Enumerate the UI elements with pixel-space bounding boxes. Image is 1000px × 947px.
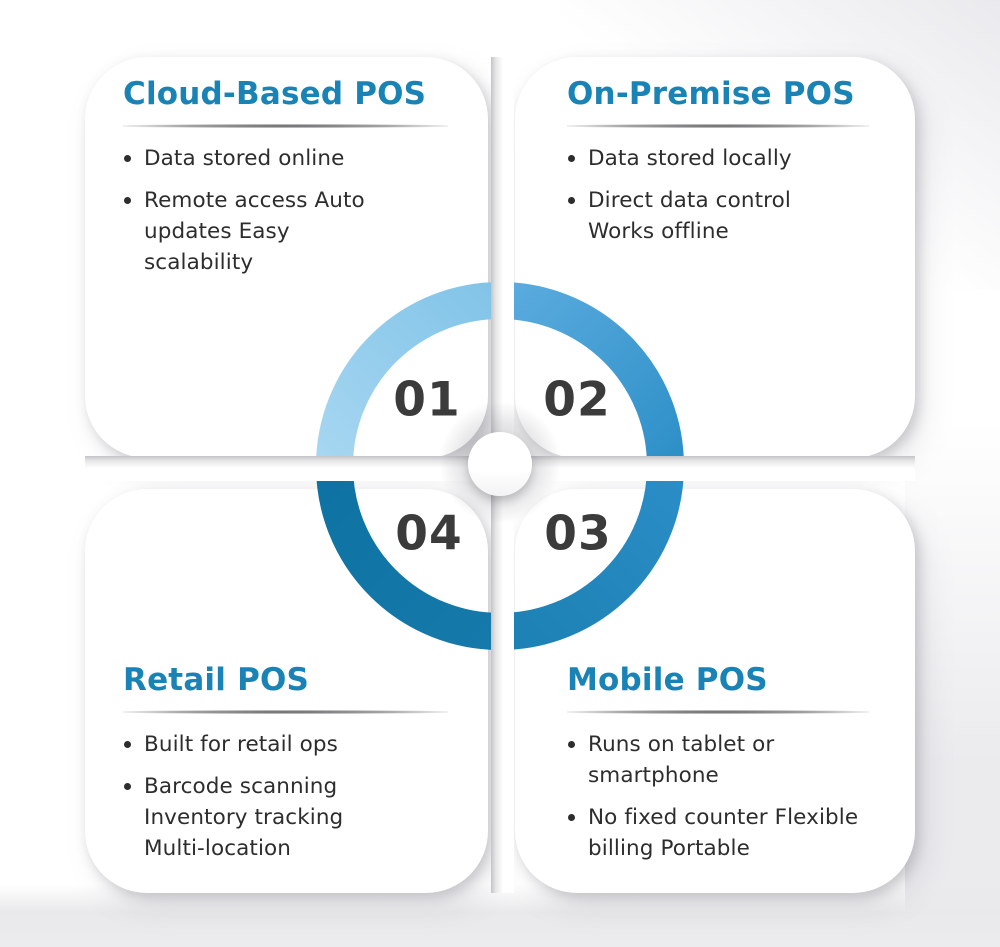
card-title: Mobile POS: [567, 662, 768, 698]
card-retail-pos: Retail POS Built for retail ops Barcode …: [85, 489, 488, 893]
bullet-item: Built for retail ops: [123, 729, 448, 760]
card-cloud-based-pos: Cloud-Based POS Data stored online Remot…: [85, 57, 488, 458]
bullet-line: updates Easy: [144, 219, 290, 244]
bullet-dot-icon: [124, 783, 131, 790]
bullet-line: billing Portable: [588, 836, 750, 861]
bullet-line: Remote access Auto: [144, 188, 365, 213]
bullet-text: No fixed counter Flexible billing Portab…: [588, 802, 858, 864]
bullet-line: Runs on tablet or: [588, 732, 775, 757]
bullet-text: Direct data control Works offline: [588, 185, 791, 247]
bullet-item: Remote access Auto updates Easy scalabil…: [123, 185, 448, 278]
bullet-dot-icon: [568, 741, 575, 748]
bullet-text: Barcode scanning Inventory tracking Mult…: [144, 771, 343, 864]
bullet-list: Runs on tablet or smartphone No fixed co…: [567, 729, 869, 864]
bullet-list: Data stored online Remote access Auto up…: [123, 143, 448, 278]
bullet-line: No fixed counter Flexible: [588, 805, 859, 830]
step-number-01: 01: [393, 372, 461, 428]
ring-arc-top-right: [499, 282, 684, 467]
center-hub-circle: [468, 432, 532, 496]
bullet-text: Data stored locally: [588, 143, 792, 174]
bullet-line: Barcode scanning: [144, 774, 338, 799]
card-title: On-Premise POS: [567, 76, 855, 112]
bullet-line: Direct data control: [588, 188, 791, 213]
bullet-line: Data stored locally: [588, 146, 792, 171]
bullet-line: Inventory tracking: [144, 805, 344, 830]
bullet-line: Data stored online: [144, 146, 345, 171]
bullet-line: smartphone: [588, 763, 719, 788]
step-number-03: 03: [544, 506, 612, 562]
quadrant-ring: [316, 282, 684, 650]
bullet-item: No fixed counter Flexible billing Portab…: [567, 802, 869, 864]
card-title: Cloud-Based POS: [123, 76, 427, 112]
card-content: On-Premise POS Data stored locally Direc…: [515, 57, 915, 458]
card-on-premise-pos: On-Premise POS Data stored locally Direc…: [515, 57, 915, 458]
bullet-text: Remote access Auto updates Easy scalabil…: [144, 185, 365, 278]
title-divider: [123, 124, 448, 128]
bullet-dot-icon: [568, 155, 575, 162]
bullet-line: Works offline: [588, 219, 729, 244]
bullet-text: Data stored online: [144, 143, 344, 174]
bullet-dot-icon: [124, 155, 131, 162]
bullet-item: Data stored locally: [567, 143, 869, 174]
bullet-line: Built for retail ops: [144, 732, 338, 757]
ring-arc-bottom-left: [316, 465, 501, 650]
bullet-item: Direct data control Works offline: [567, 185, 869, 247]
background-wash-right: [905, 420, 1000, 947]
bullet-dot-icon: [568, 814, 575, 821]
bullet-text: Runs on tablet or smartphone: [588, 729, 774, 791]
bullet-line: Multi-location: [144, 836, 292, 861]
card-mobile-pos: Mobile POS Runs on tablet or smartphone …: [515, 489, 915, 893]
step-number-04: 04: [395, 506, 463, 562]
background-wash-bottom: [0, 884, 1000, 947]
step-number-02: 02: [543, 372, 611, 428]
title-divider: [567, 124, 869, 128]
ring-arc-top-left: [316, 282, 501, 467]
bullet-item: Runs on tablet or smartphone: [567, 729, 869, 791]
card-title: Retail POS: [123, 662, 310, 698]
ring-arc-bottom-right: [499, 465, 684, 650]
title-divider: [567, 710, 869, 714]
bullet-dot-icon: [124, 197, 131, 204]
bullet-list: Data stored locally Direct data control …: [567, 143, 869, 247]
bullet-item: Barcode scanning Inventory tracking Mult…: [123, 771, 448, 864]
bullet-text: Built for retail ops: [144, 729, 338, 760]
bullet-line: scalability: [144, 250, 254, 275]
bullet-dot-icon: [124, 741, 131, 748]
card-content: Retail POS Built for retail ops Barcode …: [85, 489, 488, 893]
bullet-dot-icon: [568, 197, 575, 204]
card-content: Cloud-Based POS Data stored online Remot…: [85, 57, 488, 458]
title-divider: [123, 710, 448, 714]
card-content: Mobile POS Runs on tablet or smartphone …: [515, 489, 915, 893]
bullet-item: Data stored online: [123, 143, 448, 174]
bullet-list: Built for retail ops Barcode scanning In…: [123, 729, 448, 864]
